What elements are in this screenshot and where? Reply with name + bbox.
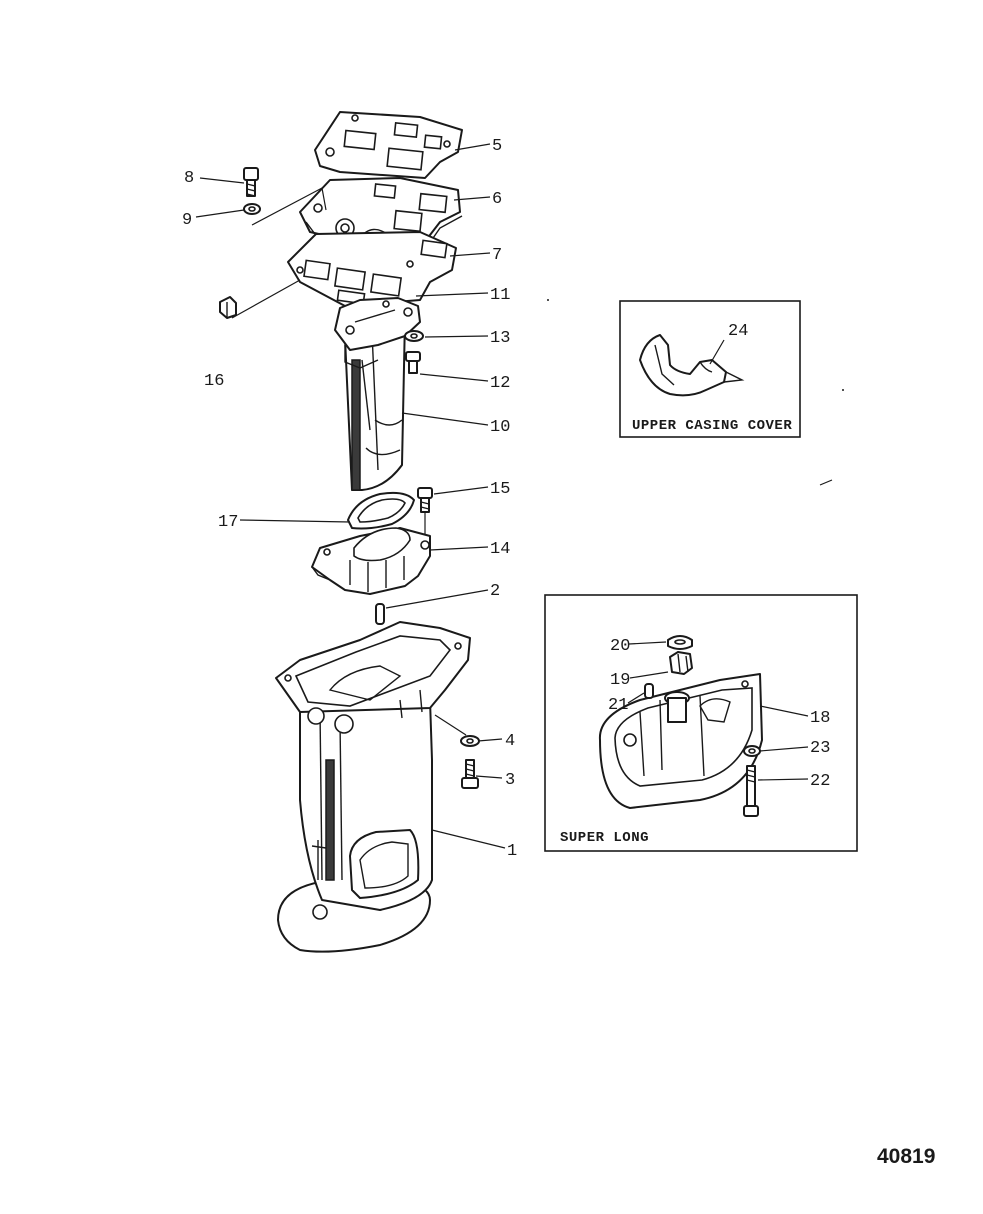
callout-20: 20 xyxy=(610,637,630,656)
scan-speck xyxy=(842,389,844,391)
dowel-pin-2 xyxy=(375,603,385,625)
stud-boss xyxy=(664,691,690,723)
callout-10: 10 xyxy=(490,418,510,437)
screw-12 xyxy=(405,351,421,374)
callout-14: 14 xyxy=(490,540,510,559)
callout-18: 18 xyxy=(810,709,830,728)
callout-22: 22 xyxy=(810,772,830,791)
plate-11 xyxy=(334,297,421,369)
bolt-22 xyxy=(743,765,759,817)
housing-18 xyxy=(598,673,763,809)
scan-speck xyxy=(547,299,549,301)
callout-17: 17 xyxy=(218,513,238,532)
snap-ring-20 xyxy=(667,635,693,650)
callout-9: 9 xyxy=(182,211,192,230)
super-long-caption: SUPER LONG xyxy=(560,830,649,846)
super-long-frame xyxy=(544,594,858,852)
housing-14 xyxy=(311,527,431,595)
scan-mark xyxy=(819,479,833,486)
callout-16: 16 xyxy=(204,372,224,391)
callout-11: 11 xyxy=(490,286,510,305)
callout-1: 1 xyxy=(507,842,517,861)
upper-casing-cover-frame xyxy=(619,300,801,438)
driveshaft-housing-1 xyxy=(275,621,471,953)
screw-8 xyxy=(243,167,259,197)
callout-15: 15 xyxy=(490,480,510,499)
callout-6: 6 xyxy=(492,190,502,209)
callout-3: 3 xyxy=(505,771,515,790)
plug-16 xyxy=(219,296,237,319)
callout-4: 4 xyxy=(505,732,515,751)
washer-23 xyxy=(743,745,761,757)
screw-3 xyxy=(461,759,479,789)
washer-4 xyxy=(460,735,480,747)
callout-5: 5 xyxy=(492,137,502,156)
callout-24: 24 xyxy=(728,322,748,341)
exhaust-tube-10 xyxy=(344,317,406,491)
gasket-17 xyxy=(347,491,415,530)
callout-7: 7 xyxy=(492,246,502,265)
washer-13 xyxy=(404,330,424,342)
nut-19 xyxy=(669,651,693,675)
callout-12: 12 xyxy=(490,374,510,393)
dowel-21 xyxy=(644,683,654,699)
upper-casing-cover-24 xyxy=(639,334,745,397)
callout-21: 21 xyxy=(608,696,628,715)
washer-9 xyxy=(243,203,261,215)
gasket-5 xyxy=(314,111,463,179)
callout-2: 2 xyxy=(490,582,500,601)
callout-13: 13 xyxy=(490,329,510,348)
callout-19: 19 xyxy=(610,671,630,690)
callout-8: 8 xyxy=(184,169,194,188)
drawing-number: 40819 xyxy=(877,1145,935,1168)
upper-casing-cover-caption: UPPER CASING COVER xyxy=(632,418,792,434)
callout-23: 23 xyxy=(810,739,830,758)
screw-15 xyxy=(417,487,433,513)
